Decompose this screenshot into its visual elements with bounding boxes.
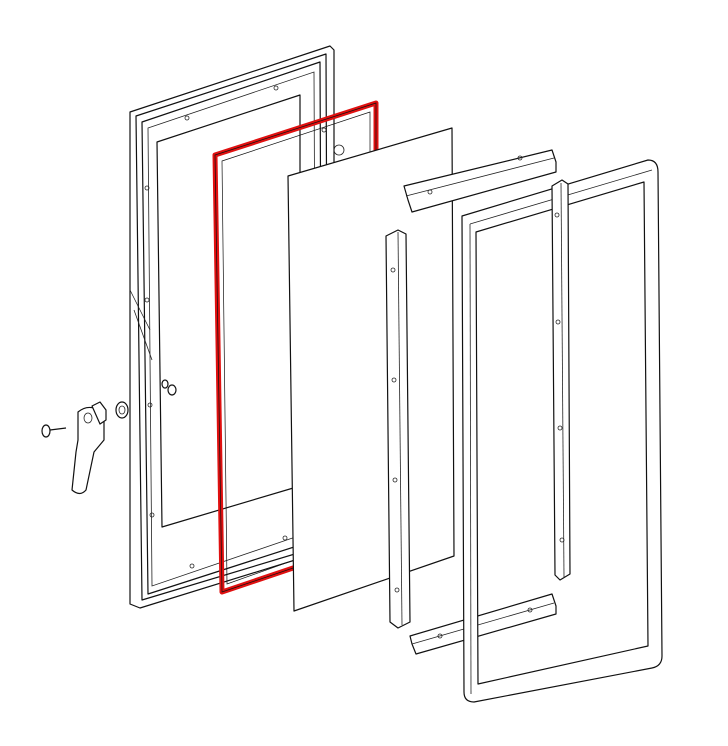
handle-assembly (41, 379, 177, 495)
right-vertical-strip (551, 179, 571, 581)
outer-frame (461, 159, 663, 703)
screw-icon (41, 424, 67, 438)
top-rail (403, 149, 557, 213)
glass-panel (287, 127, 455, 612)
washer-icon (115, 401, 129, 419)
handle-lever (71, 406, 105, 495)
bottom-rail (409, 593, 557, 655)
left-vertical-strip (385, 229, 411, 629)
